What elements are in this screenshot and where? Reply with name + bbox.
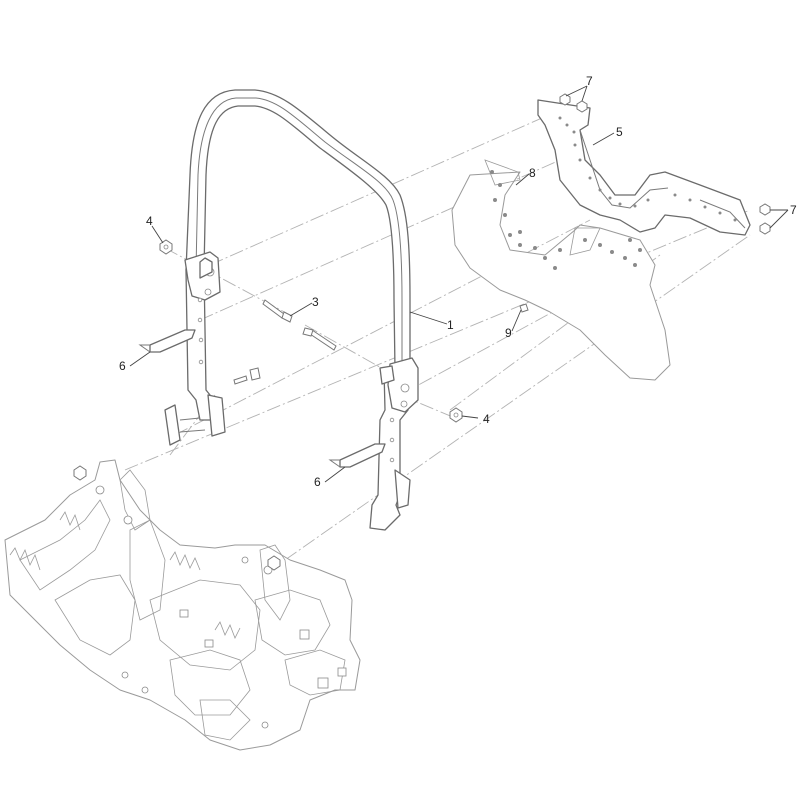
chassis-nut-right [267, 555, 281, 571]
left-base-mount [164, 404, 206, 446]
callout-3: 3 [312, 295, 319, 309]
bolt-3-upper [262, 299, 293, 323]
callout-1: 1 [447, 318, 454, 332]
callout-7-top: 7 [586, 74, 593, 88]
chassis-nut-left [73, 465, 87, 481]
bolt-3-lower [302, 327, 337, 351]
callout-7-right: 7 [790, 203, 797, 217]
rear-mount-plate [537, 99, 751, 236]
callout-9: 9 [505, 326, 512, 340]
callout-6-right: 6 [314, 475, 321, 489]
callout-8: 8 [529, 166, 536, 180]
callout-5: 5 [616, 125, 623, 139]
seat-pan-bracket [451, 159, 671, 381]
pin-9 [519, 303, 529, 313]
nut-7-right-b [759, 222, 771, 235]
nut-4-upper [159, 239, 173, 255]
bolt-vertical-left [233, 367, 261, 385]
roll-over-protection-bar [184, 89, 419, 531]
mower-chassis-frame [4, 459, 361, 751]
nut-7-right-a [759, 203, 771, 216]
callout-4-upper: 4 [146, 214, 153, 228]
nut-7-top-a [559, 93, 571, 106]
nut-4-lower [449, 407, 463, 423]
nut-7-top-b [576, 100, 588, 113]
callout-4-lower: 4 [483, 412, 490, 426]
callout-6-left: 6 [119, 359, 126, 373]
leader-lines [129, 85, 789, 483]
retainer-clip-6-right [328, 443, 386, 468]
